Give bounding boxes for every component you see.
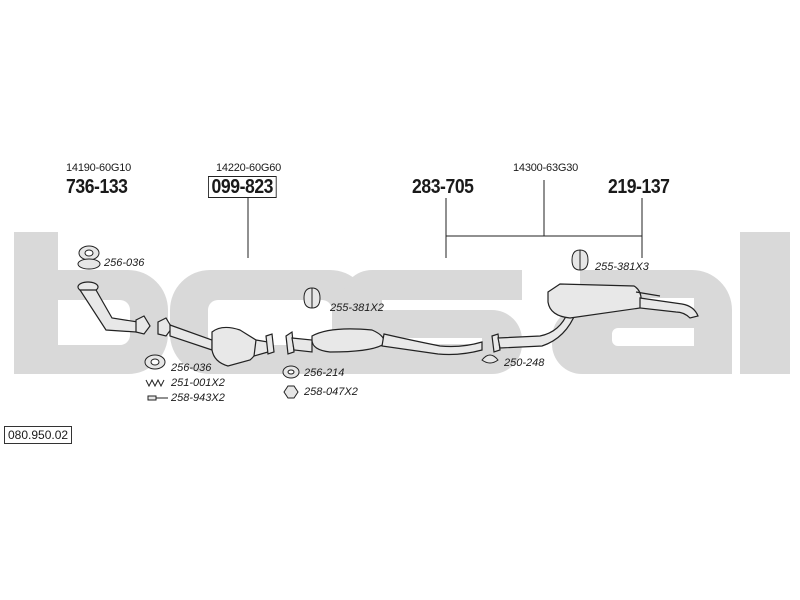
part-label: 256-214 <box>304 367 345 379</box>
part-number-centre-pipe: 283-705 <box>412 176 474 198</box>
part-label: 251-001X2 <box>171 377 225 389</box>
fitting-gasket-2 <box>144 354 166 370</box>
fitting-gasket-1 <box>77 245 101 270</box>
part-number-rear-silencer: 219-137 <box>608 176 670 198</box>
reference-number-box: 080.950.02 <box>4 426 73 444</box>
part-label: 256-036 <box>171 362 212 374</box>
fitting-spring <box>145 378 165 388</box>
centre-pipe <box>285 328 483 356</box>
front-pipe <box>77 281 151 335</box>
part-label: 258-047X2 <box>304 386 358 398</box>
leader-lines <box>247 180 643 258</box>
oem-number-catalyst: 14220-60G60 <box>216 162 282 174</box>
fitting-rubber-mount-1 <box>303 287 321 309</box>
fitting-ring <box>282 365 300 379</box>
oem-number-front-pipe: 14190-60G10 <box>66 162 132 174</box>
catalytic-converter <box>157 317 275 367</box>
part-label: 258-943X2 <box>171 392 225 404</box>
part-label: 256-036 <box>104 257 145 269</box>
part-number-catalyst: 099-823 <box>208 176 277 198</box>
part-number-front-pipe: 736-133 <box>66 176 128 198</box>
part-label: 250-248 <box>504 357 545 369</box>
fitting-clamp <box>481 354 499 364</box>
oem-number-rear-section: 14300-63G30 <box>513 162 579 174</box>
fitting-bolt <box>147 395 168 401</box>
fitting-nut <box>283 385 299 399</box>
part-label: 255-381X3 <box>595 261 649 273</box>
fitting-rubber-mount-2 <box>571 249 589 271</box>
rear-silencer <box>491 283 699 353</box>
part-label: 255-381X2 <box>330 302 384 314</box>
